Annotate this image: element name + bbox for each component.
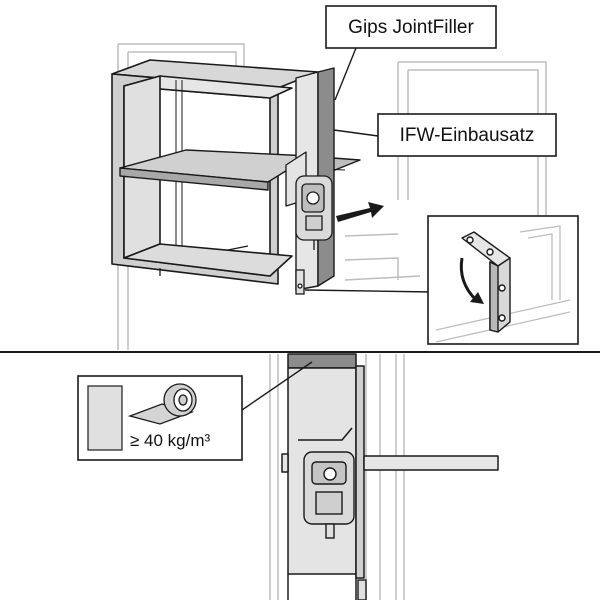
callout-leaders [304, 47, 433, 293]
top-panel: Gips JointFiller IFW-Einbausatz [111, 5, 579, 350]
density-text: ≥ 40 kg/m³ [130, 431, 211, 450]
label-installation-set-text: IFW-Einbausatz [400, 125, 535, 146]
label-installation-set: IFW-Einbausatz [377, 113, 557, 157]
bottom-panel: ≥ 40 kg/m³ [77, 353, 499, 600]
mineral-wool-sample [87, 385, 123, 451]
arrow-right-icon [336, 202, 384, 222]
mineral-wool-roll-icon [127, 383, 197, 425]
mounting-bracket-icon [461, 231, 511, 333]
label-joint-filler-text: Gips JointFiller [348, 17, 474, 38]
label-joint-filler: Gips JointFiller [325, 5, 497, 49]
detail-inset-bracket [427, 215, 579, 345]
density-callout: ≥ 40 kg/m³ [77, 375, 243, 461]
wall-section [269, 354, 405, 600]
rotate-arrow-icon [459, 257, 484, 304]
density-callout-leader [241, 361, 313, 411]
actuator-section [303, 451, 367, 600]
mounting-bracket-bottom [159, 245, 305, 295]
ifw-installation-set [285, 151, 333, 250]
